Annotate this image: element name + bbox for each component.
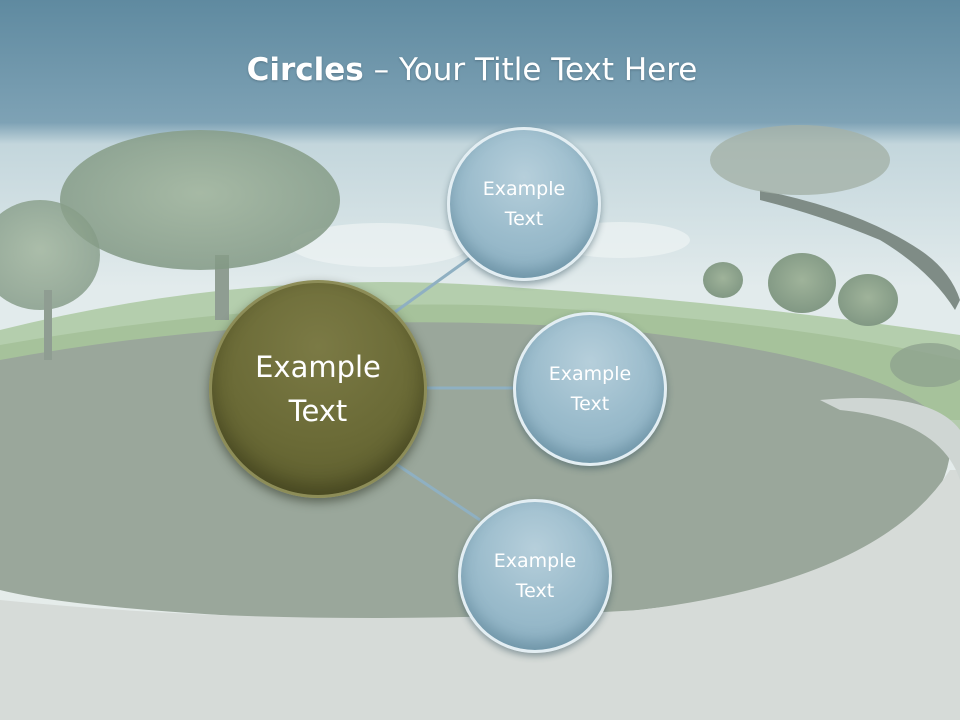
node-circle-middle: Example Text <box>513 312 667 466</box>
connector-bottom <box>395 462 481 522</box>
node-circle-bottom: Example Text <box>458 499 612 653</box>
node-circle-label: Example Text <box>548 363 632 415</box>
node-circle-label: Example Text <box>493 550 577 602</box>
center-circle-label: Example Text <box>255 350 381 428</box>
title-rest: – Your Title Text Here <box>363 52 698 88</box>
connector-top <box>394 256 471 314</box>
node-circle-label: Example Text <box>482 178 566 230</box>
center-circle: Example Text <box>209 280 427 498</box>
page-title: Circles – Your Title Text Here <box>0 52 944 88</box>
node-circle-top: Example Text <box>447 127 601 281</box>
title-bold: Circles <box>246 52 364 88</box>
